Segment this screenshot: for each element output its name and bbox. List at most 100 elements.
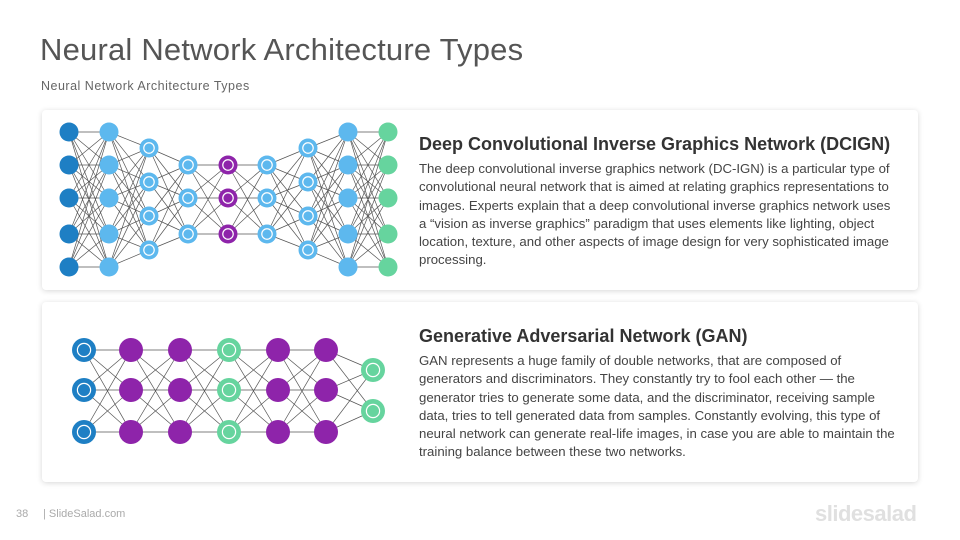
dcign-connection-line [108, 215, 150, 268]
dcign-connection-line [266, 147, 309, 235]
dcign-node [378, 224, 398, 244]
dcign-node [139, 206, 159, 226]
dcign-node-ring [261, 159, 273, 171]
dcign-connection-line [307, 131, 349, 217]
dcign-connection-line [266, 147, 309, 199]
dcign-node-ring [143, 142, 155, 154]
dcign-node [298, 138, 318, 158]
dcign-connection-line [227, 164, 268, 235]
dcign-node [338, 224, 358, 244]
dcign-node-ring [302, 210, 314, 222]
dcign-node-ring [302, 176, 314, 188]
gan-node-ring [221, 424, 237, 440]
dcign-node [218, 224, 238, 244]
dcign-node-ring [261, 192, 273, 204]
dcign-node [378, 155, 398, 175]
dcign-node [139, 138, 159, 158]
dcign-node [99, 155, 119, 175]
dcign-node [59, 224, 79, 244]
dcign-text-block: Deep Convolutional Inverse Graphics Netw… [419, 134, 901, 270]
dcign-connection-line [68, 197, 110, 268]
dcign-node [139, 240, 159, 260]
dcign-node-ring [182, 159, 194, 171]
dcign-node-ring [222, 192, 234, 204]
gan-node [314, 338, 338, 362]
dcign-connection-line [307, 197, 349, 251]
footer-site-link[interactable]: | SlideSalad.com [43, 508, 126, 520]
dcign-connection-line [307, 131, 349, 183]
gan-node [168, 378, 192, 402]
gan-node [72, 420, 96, 444]
gan-connection-line [130, 349, 181, 433]
dcign-node [378, 257, 398, 277]
dcign-connection-line [266, 197, 309, 251]
dcign-connection-line [148, 164, 189, 251]
gan-node [217, 338, 241, 362]
dcign-node-ring [182, 228, 194, 240]
gan-node [217, 378, 241, 402]
gan-node [72, 378, 96, 402]
dcign-connection-line [68, 131, 110, 268]
dcign-connection-line [108, 147, 150, 268]
gan-connection-line [83, 349, 132, 433]
dcign-connection-line [187, 164, 229, 235]
gan-node-ring [221, 382, 237, 398]
slidesalad-logo: slidesalad [815, 501, 917, 526]
dcign-connection-line [307, 164, 349, 251]
dcign-node-ring [261, 228, 273, 240]
gan-node-ring [76, 424, 92, 440]
dcign-connection-line [108, 147, 150, 235]
page-title: Neural Network Architecture Types [40, 32, 524, 67]
dcign-node [139, 172, 159, 192]
dcign-node [178, 188, 198, 208]
gan-node [266, 420, 290, 444]
dcign-node [178, 155, 198, 175]
dcign-connection-line [108, 131, 150, 183]
dcign-connection-line [68, 131, 110, 235]
dcign-node [99, 122, 119, 142]
gan-node-ring [221, 342, 237, 358]
dcign-connection-line [108, 131, 150, 217]
gan-node [361, 358, 385, 382]
dcign-node-ring [222, 228, 234, 240]
dcign-node [178, 224, 198, 244]
gan-connection-line [277, 349, 327, 433]
dcign-connection-line [266, 181, 309, 235]
dcign-connection-line [68, 164, 110, 268]
dcign-node [378, 188, 398, 208]
dcign-node [59, 122, 79, 142]
gan-node [72, 338, 96, 362]
dcign-node [338, 257, 358, 277]
dcign-node-ring [222, 159, 234, 171]
dcign-node [257, 188, 277, 208]
dcign-node [378, 122, 398, 142]
gan-node [266, 378, 290, 402]
dcign-connection-line [108, 181, 150, 268]
dcign-node [338, 188, 358, 208]
gan-connection-line [325, 349, 374, 412]
gan-node [168, 338, 192, 362]
dcign-node [298, 172, 318, 192]
gan-node-ring [76, 342, 92, 358]
gan-node [119, 378, 143, 402]
dcign-connection-line [148, 147, 189, 199]
dcign-connection-line [347, 131, 389, 199]
dcign-node [338, 122, 358, 142]
dcign-connection-line [307, 147, 349, 199]
dcign-connection-line [347, 164, 389, 268]
gan-node [119, 420, 143, 444]
dcign-node [99, 257, 119, 277]
gan-node [217, 420, 241, 444]
gan-node-ring [76, 382, 92, 398]
gan-node [314, 420, 338, 444]
gan-node [119, 338, 143, 362]
gan-node [361, 399, 385, 423]
dcign-description: The deep convolutional inverse graphics … [419, 161, 891, 268]
gan-node-ring [365, 362, 381, 378]
dcign-node [257, 155, 277, 175]
dcign-node-ring [302, 244, 314, 256]
dcign-node [298, 240, 318, 260]
gan-heading: Generative Adversarial Network (GAN) [419, 326, 748, 346]
gan-connection-line [179, 349, 230, 433]
dcign-node [59, 188, 79, 208]
